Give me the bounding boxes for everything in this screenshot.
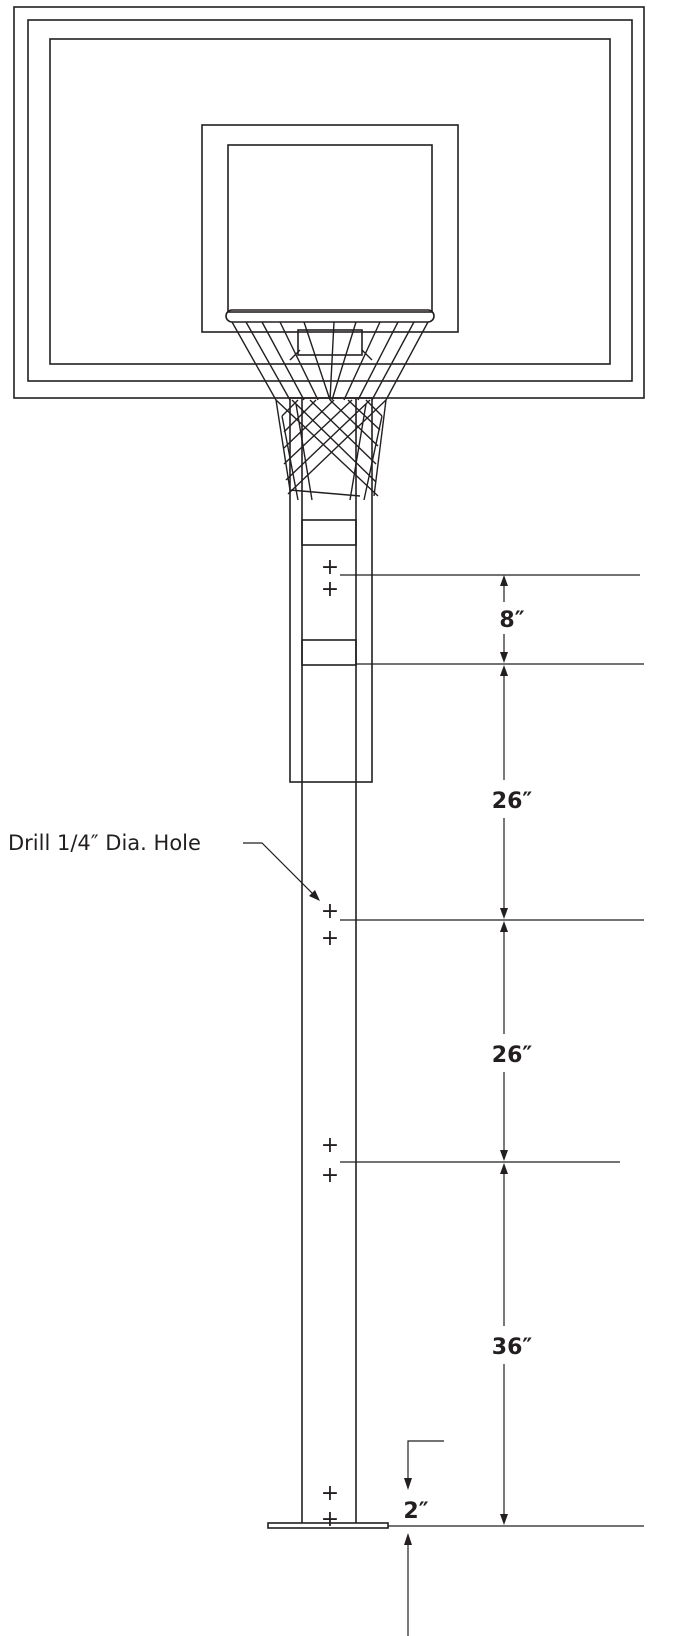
drill-note-text: Drill 1/4″ Dia. Hole bbox=[8, 831, 201, 855]
hole-mark: + bbox=[321, 926, 339, 951]
dimension-label: 26″ bbox=[492, 789, 533, 814]
arrowhead bbox=[500, 908, 508, 919]
arrowhead bbox=[404, 1478, 412, 1490]
drill-note-leader bbox=[243, 842, 317, 898]
backboard bbox=[13, 6, 645, 399]
dimension-label: 26″ bbox=[492, 1043, 533, 1068]
dimension-leader-2-top bbox=[407, 1440, 444, 1480]
upper-pole-sleeve bbox=[289, 397, 373, 783]
rim-and-net bbox=[225, 309, 435, 501]
hole-mark: + bbox=[321, 577, 339, 602]
hole-mark: + bbox=[321, 1507, 339, 1532]
arrowhead bbox=[500, 652, 508, 663]
backboard-border bbox=[49, 38, 611, 365]
drill-hole-marks: + + + + + + + + bbox=[321, 555, 339, 1532]
drill-note: Drill 1/4″ Dia. Hole bbox=[8, 831, 320, 901]
arrowhead bbox=[500, 921, 508, 932]
target-square-outer bbox=[201, 124, 459, 333]
arrowhead bbox=[500, 1514, 508, 1525]
backboard-outer-frame bbox=[13, 6, 645, 399]
arrowhead bbox=[500, 665, 508, 676]
upper-bracket bbox=[301, 519, 357, 546]
dimension-lines bbox=[404, 575, 508, 1636]
rim bbox=[225, 309, 435, 323]
dimension-labels: 8″ 26″ 26″ 36″ 2″ bbox=[403, 608, 532, 1524]
rim-mount-bracket bbox=[297, 329, 363, 356]
lower-bracket bbox=[301, 639, 357, 666]
arrowhead bbox=[500, 575, 508, 586]
dimension-label: 2″ bbox=[403, 1499, 428, 1524]
dimension-label: 8″ bbox=[499, 608, 524, 633]
target-square-inner bbox=[227, 144, 433, 313]
pole-assembly bbox=[267, 397, 389, 1529]
net bbox=[231, 321, 429, 501]
extension-lines bbox=[340, 574, 644, 1527]
arrowhead bbox=[404, 1533, 412, 1545]
hole-mark: + bbox=[321, 899, 339, 924]
arrowhead bbox=[500, 1150, 508, 1161]
hole-mark: + bbox=[321, 555, 339, 580]
arrowhead bbox=[500, 1163, 508, 1174]
hole-mark: + bbox=[321, 1481, 339, 1506]
backboard-inner-frame bbox=[27, 19, 633, 382]
dimension-label: 36″ bbox=[492, 1335, 533, 1360]
hole-mark: + bbox=[321, 1163, 339, 1188]
arrowhead bbox=[309, 890, 320, 901]
hole-mark: + bbox=[321, 1133, 339, 1158]
